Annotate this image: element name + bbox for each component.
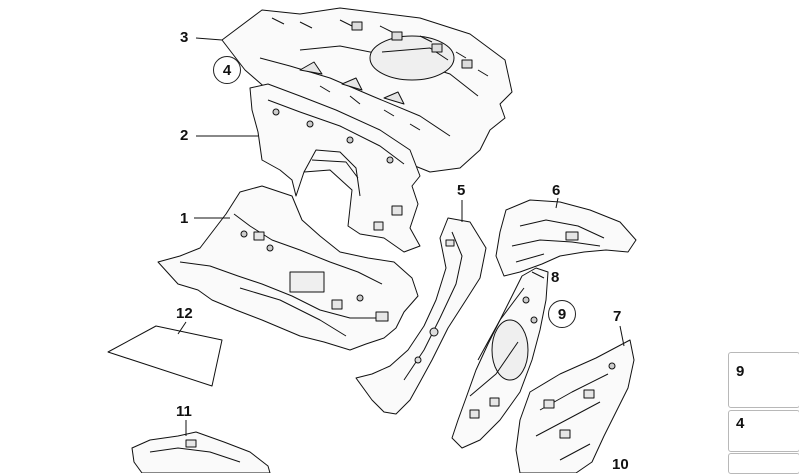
part-7-quarter-panel-insulation — [515, 339, 635, 473]
callout-10: 10 — [612, 456, 629, 473]
part-3-parcel-shelf-insulation — [221, 7, 513, 173]
callout-5: 5 — [457, 182, 466, 199]
callout-2: 2 — [180, 127, 189, 144]
callout-3: 3 — [180, 29, 189, 46]
callout-6: 6 — [552, 182, 561, 199]
leader-lines — [177, 37, 625, 436]
part-1-floor-insulation — [157, 185, 419, 351]
part-12-insulation-mat — [107, 325, 223, 387]
callout-11: 11 — [176, 403, 192, 420]
callout-4-circled: 4 — [213, 56, 241, 84]
legend-box-nut: 4 — [728, 410, 799, 452]
callout-9-circled: 9 — [548, 300, 576, 328]
callout-7: 7 — [613, 308, 622, 325]
legend-box-clip — [728, 453, 799, 474]
part-6-wheel-arch-insulation — [495, 199, 637, 277]
legend-nut-label: 4 — [736, 415, 745, 432]
part-8-side-panel-insulation — [451, 267, 549, 449]
callout-1: 1 — [180, 210, 189, 227]
part-5-pillar-insulation — [355, 217, 487, 415]
callout-12: 12 — [176, 305, 193, 322]
part-2-bulkhead-insulation — [249, 83, 421, 253]
legend-box-screw: 9 — [728, 352, 799, 408]
callout-8: 8 — [551, 269, 560, 286]
part-11-front-floor-insulation — [131, 431, 271, 473]
legend-screw-label: 9 — [736, 363, 745, 380]
